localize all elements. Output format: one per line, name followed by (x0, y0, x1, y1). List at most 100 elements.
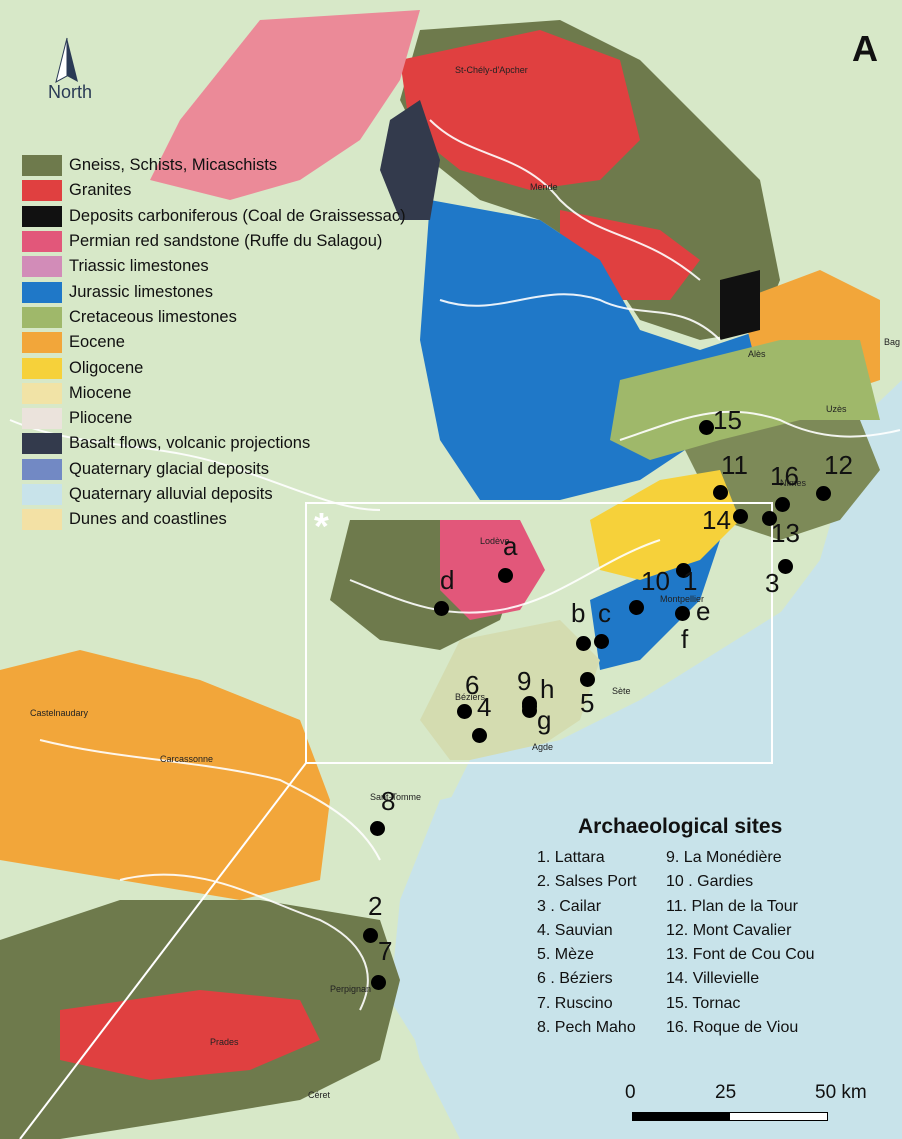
legend-swatch (22, 205, 62, 227)
site-list-item: 1. Lattara (537, 849, 605, 866)
site-label: 9 (517, 666, 532, 696)
site-dot (674, 605, 690, 621)
site-dot (732, 508, 748, 524)
site-list-item: 15. Tornac (666, 994, 741, 1012)
study-area-marker: * (314, 506, 329, 548)
site-dot (774, 496, 790, 512)
town-label: Sant-Tomme (370, 792, 421, 802)
legend-swatch (22, 433, 62, 455)
town-label: Perpignan (330, 984, 371, 994)
site-dot (761, 510, 777, 526)
site-label: d (440, 565, 455, 595)
site-list-item: 10 . Gardies (666, 873, 754, 891)
legend-item: Jurassic limestones (22, 279, 442, 304)
legend-swatch (22, 256, 62, 278)
site-label: e (696, 596, 711, 626)
legend-swatch (22, 332, 62, 354)
site-dot (370, 974, 386, 990)
scale-bar-segment-black (632, 1112, 729, 1121)
town-label: St-Chély-d'Apcher (455, 65, 528, 75)
site-dot (362, 927, 378, 943)
sites-list-col2: 9. La Monédière 10 . Gardies 11. Plan de l… (666, 846, 815, 1040)
legend-item: Quaternary alluvial deposits (22, 482, 442, 507)
town-label: Montpellier (660, 594, 704, 604)
legend-swatch (22, 484, 62, 505)
town-label: Béziers (455, 692, 486, 702)
site-dot (433, 600, 449, 616)
town-label: Mende (530, 182, 558, 192)
legend-swatch (22, 231, 62, 253)
site-list-item: 7. Ruscino (537, 994, 613, 1012)
legend-label: Quaternary glacial deposits (69, 459, 269, 478)
scale-label-50: 50 km (815, 1082, 867, 1103)
legend-swatch (22, 408, 62, 430)
town-label: Sète (612, 686, 631, 696)
legend-label: Deposits carboniferous (Coal de Graisses… (69, 206, 406, 225)
town-label: Carcassonne (160, 754, 213, 764)
site-label: 1 (683, 566, 698, 596)
legend-swatch (22, 458, 62, 480)
scale-label-25: 25 (715, 1082, 737, 1103)
legend-item: Basalt flows, volcanic projections (22, 431, 442, 456)
site-label: f (681, 624, 689, 654)
legend-label: Jurassic limestones (69, 282, 213, 301)
legend-item: Permian red sandstone (Ruffe du Salagou) (22, 229, 442, 254)
site-label: h (540, 674, 555, 704)
site-list-item: 3 . Cailar (537, 897, 602, 915)
site-label: 5 (580, 688, 595, 718)
legend-item: Eocene (22, 330, 442, 355)
legend-label: Eocene (69, 333, 125, 352)
legend-label: Quaternary alluvial deposits (69, 485, 273, 503)
site-dot (456, 703, 472, 719)
legend-label: Pliocene (69, 409, 133, 428)
sites-list-col1: 1. Lattara 2. Salses Port 3 . Cailar 4. Sau… (537, 846, 637, 1040)
site-label: 7 (378, 936, 393, 966)
site-dot (675, 562, 691, 578)
town-label: Prades (210, 1037, 239, 1047)
legend-swatch (22, 306, 62, 328)
site-label: g (537, 705, 552, 735)
north-label: North (47, 82, 92, 102)
legend-swatch (22, 357, 62, 379)
site-dot (497, 567, 513, 583)
site-list-item: 8. Pech Maho (537, 1019, 636, 1037)
site-label: 15 (713, 405, 742, 435)
scale-bar-segment-white (729, 1112, 828, 1121)
site-dot (521, 698, 537, 714)
site-dot (593, 633, 609, 649)
site-label: 11 (721, 450, 748, 480)
site-list-item: 4. Sauvian (537, 921, 613, 939)
site-dot (698, 419, 714, 435)
legend-item: Granites (22, 178, 442, 203)
site-dot (575, 635, 591, 651)
legend-item: Miocene (22, 381, 442, 406)
legend-label: Cretaceous limestones (69, 307, 237, 326)
legend-item: Oligocene (22, 355, 442, 380)
legend-label: Gneiss, Schists, Micaschists (69, 156, 278, 175)
site-list-item: 12. Mont Cavalier (666, 921, 792, 939)
town-label: Bag (884, 337, 900, 347)
legend-label: Permian red sandstone (Ruffe du Salagou) (69, 232, 383, 251)
town-label: Castelnaudary (30, 708, 89, 718)
site-list-item: 9. La Monédière (666, 849, 782, 866)
site-dot (579, 671, 595, 687)
scale-label-0: 0 (625, 1082, 636, 1103)
site-label: 13 (771, 518, 800, 548)
town-label: Agde (532, 742, 553, 752)
site-label: 12 (824, 450, 853, 480)
site-label: c (598, 598, 611, 628)
site-list-item: 11. Plan de la Tour (666, 897, 798, 915)
legend-swatch (22, 180, 62, 202)
site-dot (628, 599, 644, 615)
site-label: b (571, 598, 586, 628)
site-list-item: 2. Salses Port (537, 873, 637, 891)
site-list-item: 14. Villevielle (666, 970, 760, 988)
site-list-item: 16. Roque de Viou (666, 1019, 799, 1037)
site-list-item: 5. Mèze (537, 946, 594, 964)
legend-label: Dunes and coastlines (69, 510, 227, 529)
north-arrow: North (40, 82, 100, 103)
legend-swatch (22, 509, 62, 531)
legend-swatch (22, 281, 62, 303)
